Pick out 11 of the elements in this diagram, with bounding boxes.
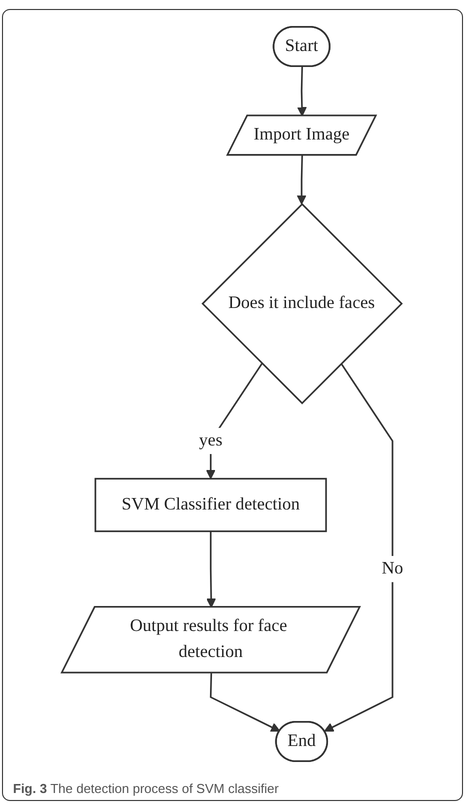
- figure-frame: yes No Start Import Image Does it include faces SVM Classifier detection Output results for face detection End Fig. 3 The detection process of SVM classifier: [2, 9, 463, 801]
- edge-label: yes: [199, 431, 222, 450]
- node-diamond: [201, 203, 403, 404]
- node-box: [94, 478, 327, 532]
- arrow: [296, 155, 306, 205]
- arrow: [324, 363, 394, 732]
- figure-caption: Fig. 3 The detection process of SVM classifier: [13, 781, 279, 796]
- arrow: [210, 673, 280, 732]
- edge-label: No: [382, 559, 404, 578]
- arrow: [297, 66, 307, 116]
- arrow: [206, 531, 216, 608]
